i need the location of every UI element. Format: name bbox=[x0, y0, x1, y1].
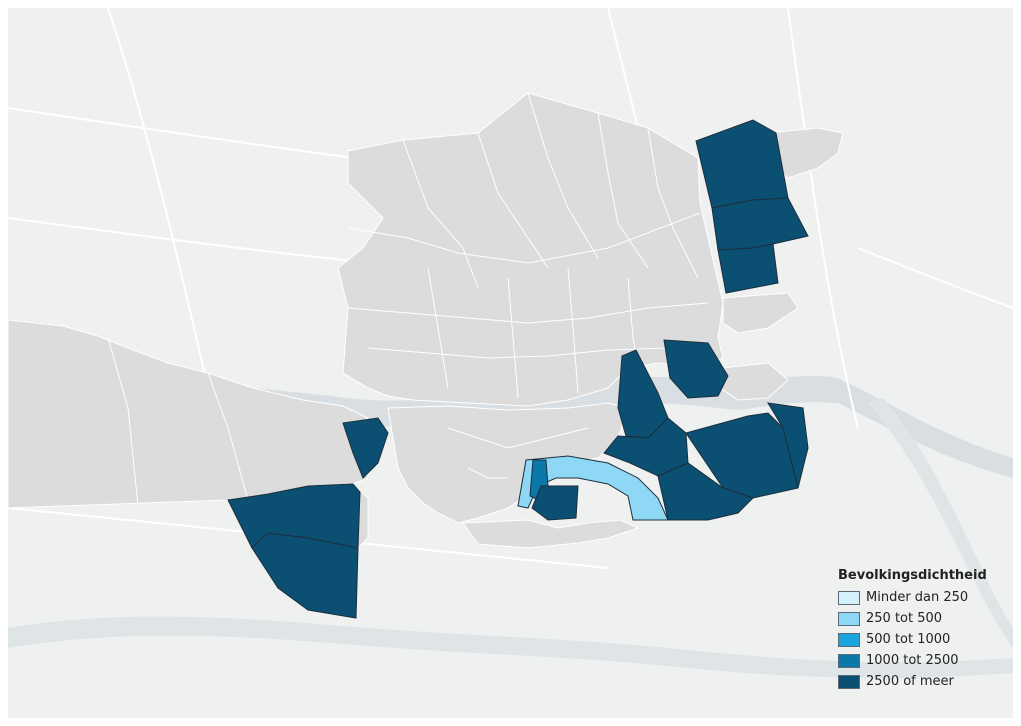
legend-label: 250 tot 500 bbox=[866, 611, 943, 626]
region-city-north[interactable] bbox=[337, 92, 724, 407]
neighborhood-boundaries bbox=[107, 92, 709, 507]
legend-label: Minder dan 250 bbox=[866, 590, 969, 605]
legend-title: Bevolkingsdichtheid bbox=[838, 568, 987, 583]
density-regions bbox=[227, 119, 809, 619]
legend-swatch bbox=[838, 611, 860, 626]
legend-item: 500 tot 1000 bbox=[838, 629, 988, 650]
region-charlois[interactable] bbox=[462, 519, 640, 549]
legend-label: 500 tot 1000 bbox=[866, 632, 951, 647]
region-density-kralingen[interactable] bbox=[663, 339, 729, 399]
region-density-ijsselmonde-2[interactable] bbox=[767, 402, 809, 489]
legend-item: Minder dan 250 bbox=[838, 587, 988, 608]
legend-swatch bbox=[838, 632, 860, 647]
legend-label: 1000 tot 2500 bbox=[866, 653, 959, 668]
legend-swatch bbox=[838, 590, 860, 605]
region-density-pernis[interactable] bbox=[342, 417, 389, 479]
legend-item: 250 tot 500 bbox=[838, 608, 988, 629]
river-oude-maas bbox=[8, 616, 1013, 678]
legend-swatch bbox=[838, 653, 860, 668]
legend-item: 2500 of meer bbox=[838, 671, 988, 692]
legend-swatch bbox=[838, 674, 860, 689]
legend-label: 2500 of meer bbox=[866, 674, 954, 689]
region-density-250-500[interactable] bbox=[517, 455, 669, 521]
region-density-ne-3[interactable] bbox=[717, 243, 779, 294]
neutral-regions bbox=[8, 92, 844, 549]
waterway-east bbox=[868, 398, 1013, 648]
choropleth-map[interactable] bbox=[8, 8, 1013, 718]
region-density-ijsselmonde-3[interactable] bbox=[657, 462, 754, 521]
region-prins-alexander[interactable] bbox=[722, 292, 799, 334]
region-density-charlois-south[interactable] bbox=[531, 485, 579, 521]
legend-item: 1000 tot 2500 bbox=[838, 650, 988, 671]
region-density-hoogvliet-south[interactable] bbox=[251, 532, 359, 619]
map-legend: Bevolkingsdichtheid Minder dan 250 250 t… bbox=[838, 568, 988, 692]
